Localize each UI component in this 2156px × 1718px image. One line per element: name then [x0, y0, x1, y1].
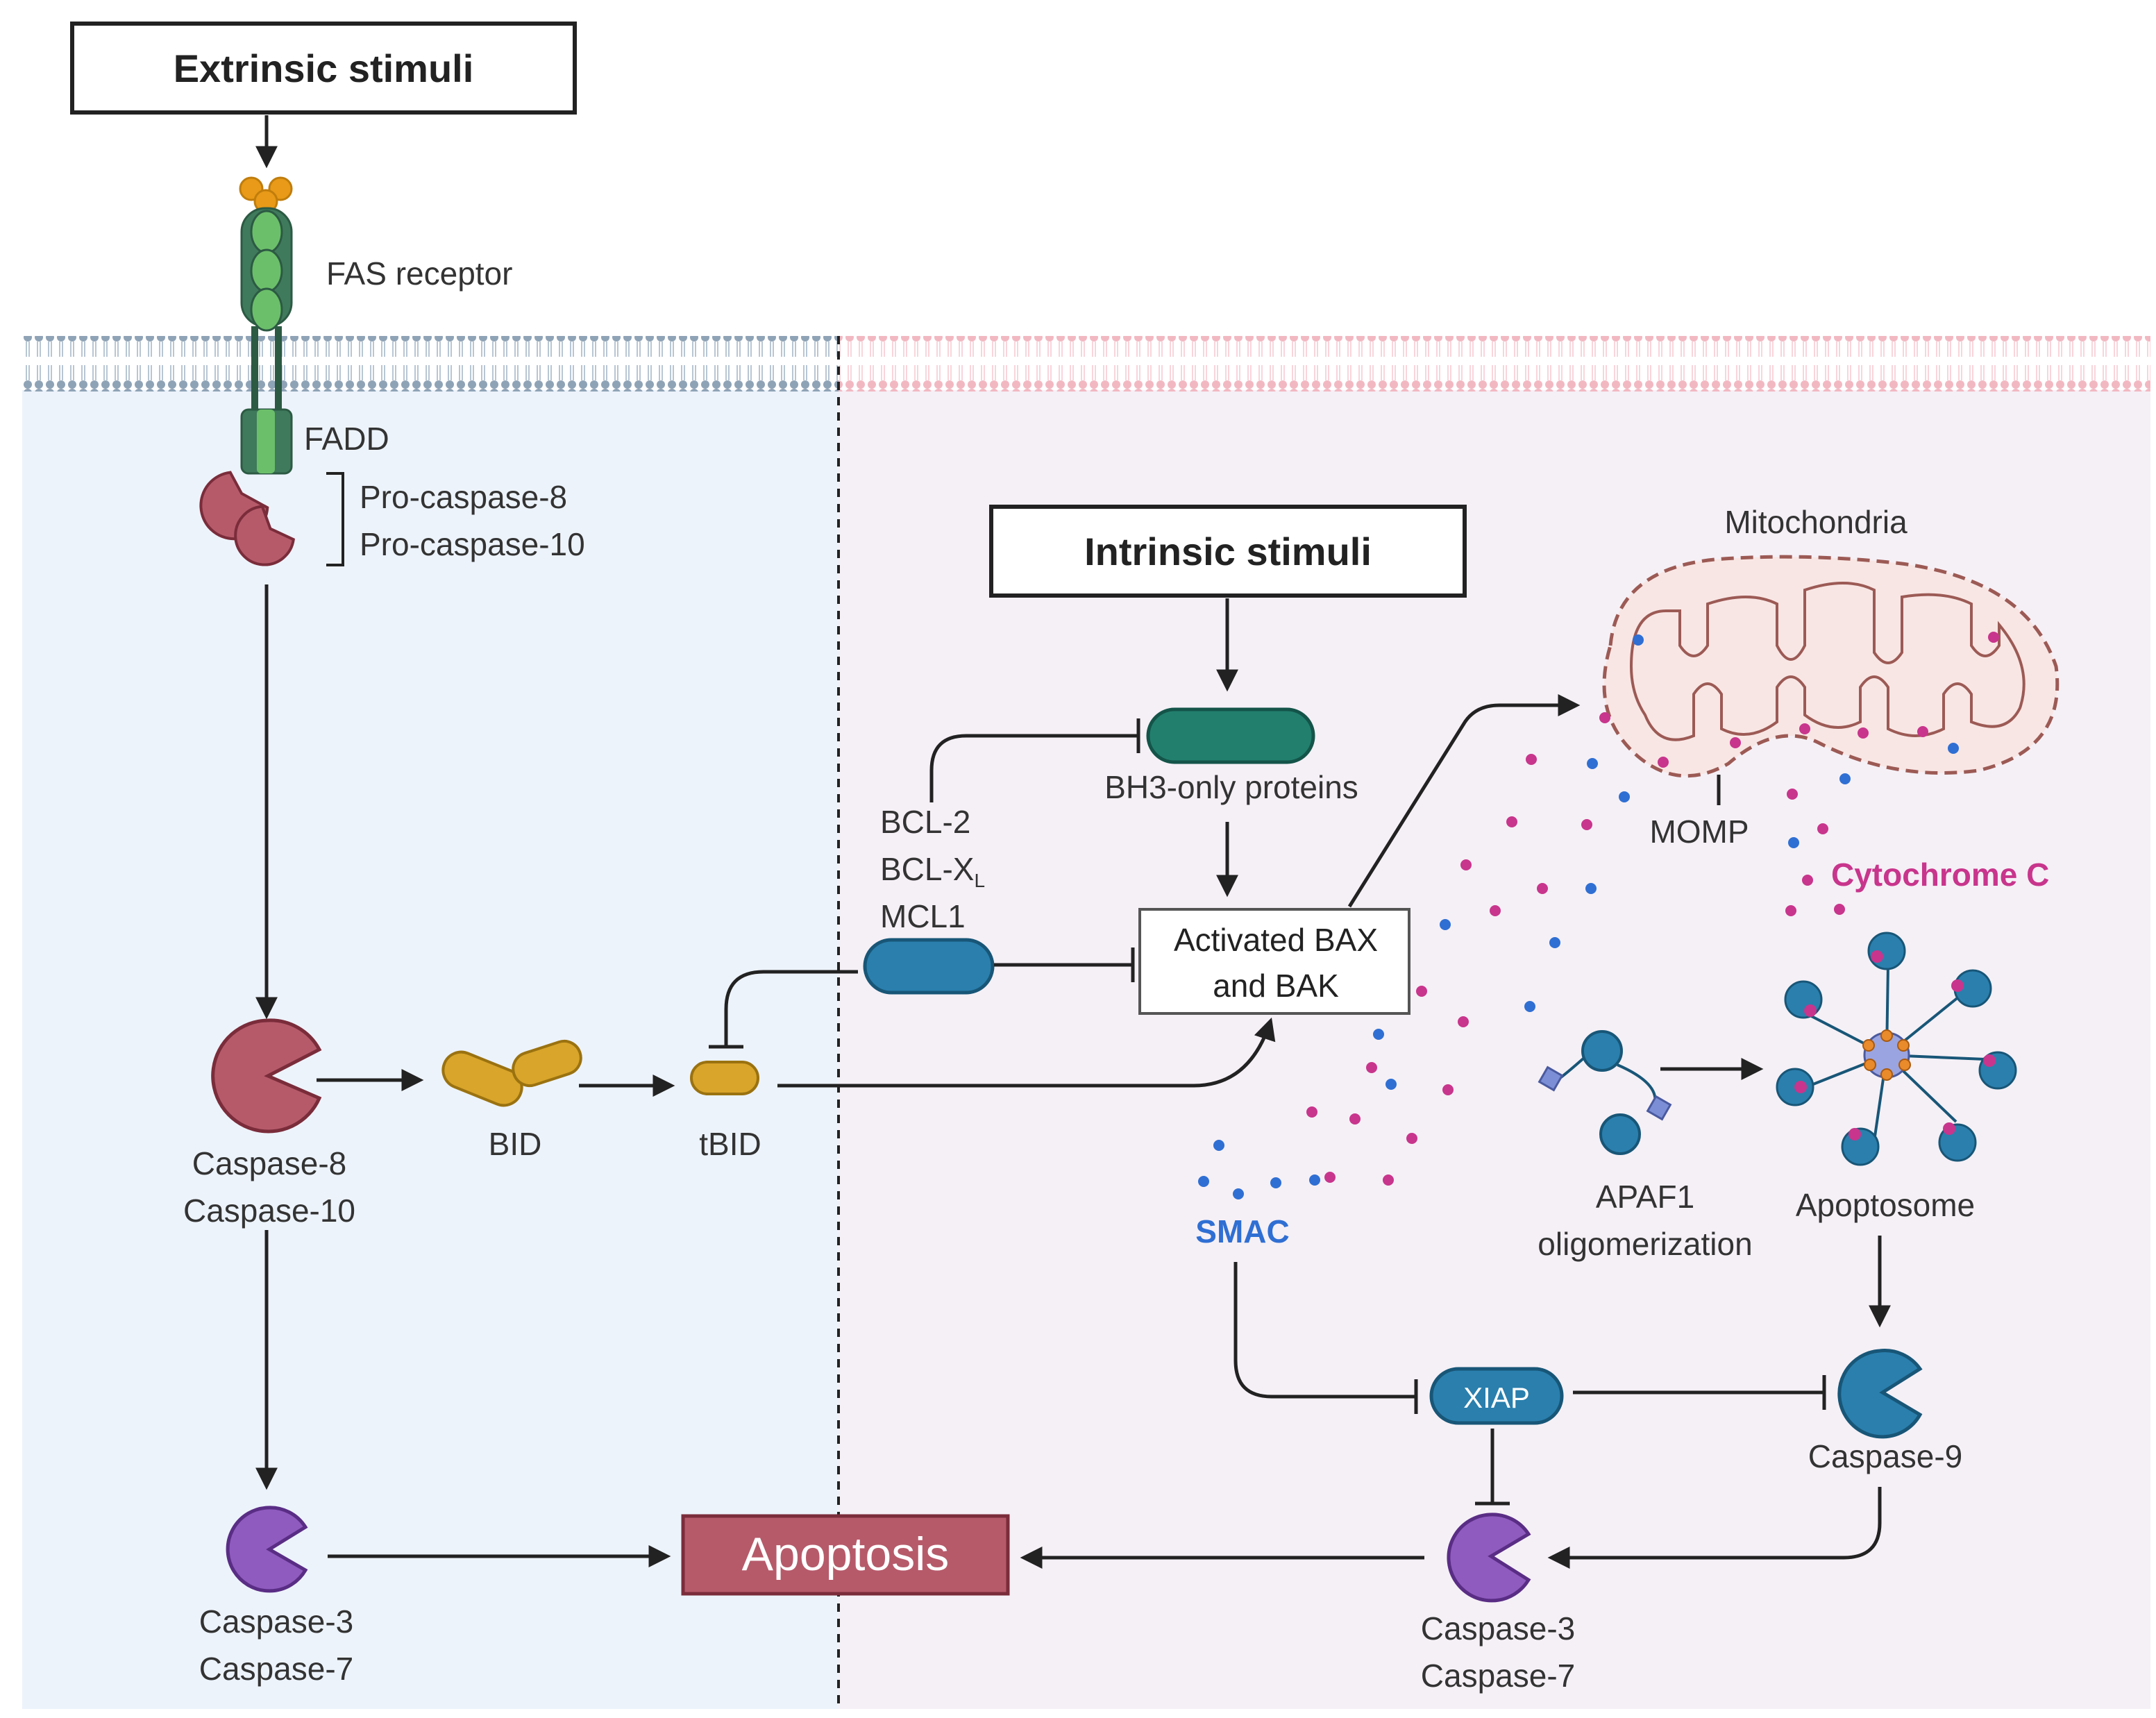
membrane-right — [839, 336, 2150, 391]
intrinsic-stimuli-box — [989, 505, 1467, 598]
bh3-only-icon — [1146, 707, 1315, 764]
fas-receptor-label: FAS receptor — [326, 255, 512, 292]
fas-ligand-icon — [239, 176, 293, 214]
bid-label: BID — [489, 1126, 542, 1162]
apoptosome-icon — [1776, 932, 2017, 1166]
mitochondria-label: Mitochondria — [1724, 504, 1907, 540]
bclxl-subscript: L — [974, 870, 985, 891]
xiap-label: XIAP — [1463, 1381, 1530, 1414]
pro-caspase-10-label: Pro-caspase-10 — [360, 526, 585, 562]
mcl1-label: MCL1 — [880, 898, 966, 934]
apoptosome-label: Apoptosome — [1796, 1187, 1975, 1223]
caspase-7-left-label: Caspase-7 — [199, 1651, 353, 1687]
fas-receptor-icon — [240, 207, 293, 475]
caspase-8-label: Caspase-8 — [192, 1145, 346, 1181]
caspase-3-right-label: Caspase-3 — [1421, 1610, 1575, 1647]
membrane-left — [22, 336, 839, 391]
activated-bax-box — [1138, 908, 1410, 1015]
and-bak-label: and BAK — [1213, 968, 1339, 1004]
caspase-8-icon — [211, 1018, 322, 1134]
caspase-9-label: Caspase-9 — [1808, 1438, 1962, 1474]
inhibit-bcl2-to-tbid — [709, 970, 858, 1049]
tbid-label: tBID — [699, 1126, 761, 1162]
oligomerization-label: oligomerization — [1538, 1226, 1752, 1262]
inhibit-bcl2-to-bh3 — [929, 718, 1140, 802]
caspase-9-icon — [1837, 1349, 1923, 1439]
caspase-7-right-label: Caspase-7 — [1421, 1658, 1575, 1694]
apoptosis-label: Apoptosis — [742, 1528, 950, 1581]
arrow-caspase9-to-caspase37 — [1547, 1487, 1882, 1569]
tbid-icon — [690, 1061, 759, 1095]
xiap-icon — [1429, 1367, 1564, 1425]
apoptosis-box — [681, 1514, 1010, 1596]
bh3-only-label: BH3-only proteins — [1104, 769, 1358, 805]
bcl2-protein-icon — [863, 938, 995, 995]
intrinsic-stimuli-label: Intrinsic stimuli — [1084, 530, 1372, 573]
mitochondria-cristae — [1629, 582, 2026, 741]
bcl2-label: BCL-2 — [880, 804, 970, 840]
cytochrome-c-label: Cytochrome C — [1831, 857, 2049, 893]
momp-label: MOMP — [1649, 814, 1749, 850]
pro-caspase-bracket — [326, 472, 344, 566]
bclxl-base: BCL-X — [880, 851, 974, 887]
arrow-bax-to-mitochondria — [1347, 694, 1581, 908]
extrinsic-panel — [22, 390, 839, 1709]
fadd-label: FADD — [304, 421, 389, 457]
caspase-10-label: Caspase-10 — [183, 1193, 355, 1229]
smac-label: SMAC — [1195, 1213, 1289, 1249]
smac-dots — [1198, 634, 1959, 1199]
caspase-3-left-label: Caspase-3 — [199, 1603, 353, 1640]
pro-caspase-8-label: Pro-caspase-8 — [360, 479, 567, 515]
apaf1-icon — [1538, 1030, 1672, 1155]
cytochrome-c-dots — [1306, 632, 1999, 1186]
caspase-3-right-icon — [1447, 1513, 1531, 1603]
caspase-3-left-icon — [226, 1506, 308, 1593]
pro-caspase-icon — [199, 471, 295, 566]
extrinsic-stimuli-label: Extrinsic stimuli — [174, 47, 474, 90]
bclxl-label: BCL-XL — [880, 851, 985, 891]
mitochondria-icon — [1602, 555, 2060, 778]
bid-icon — [441, 1039, 582, 1107]
activated-bax-label: Activated BAX — [1174, 922, 1378, 958]
apaf1-label: APAF1 — [1596, 1179, 1694, 1215]
extrinsic-stimuli-box — [70, 22, 577, 115]
inhibit-smac-to-xiap — [1233, 1262, 1418, 1414]
arrow-tbid-to-bax — [777, 1017, 1276, 1088]
